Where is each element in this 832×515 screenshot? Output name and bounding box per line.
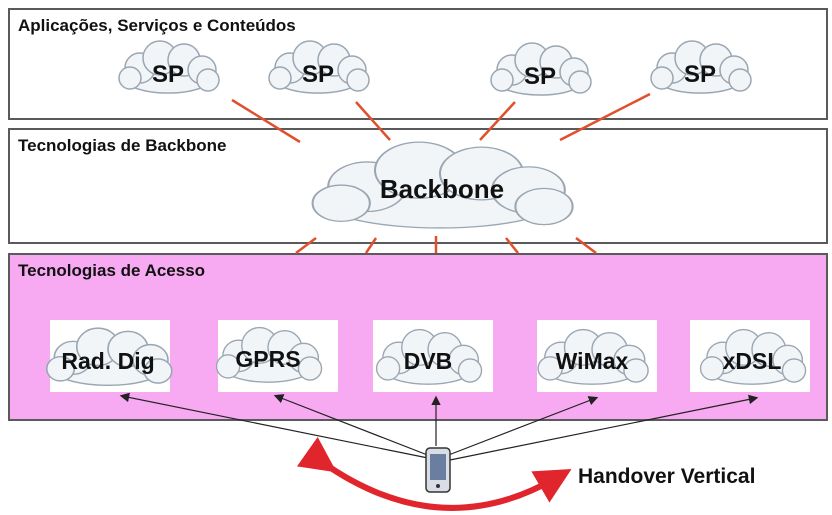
sp-label: SP: [302, 61, 334, 88]
sp-cloud: SP: [490, 42, 592, 96]
mobile-device-icon: [425, 447, 451, 493]
backbone-access-links: [295, 236, 597, 254]
access-network-label: GPRS: [235, 346, 300, 372]
access-network-label: xDSL: [723, 348, 782, 374]
curved-double-arrow-icon: [296, 436, 572, 511]
applications-layer-title: Aplicações, Serviços e Conteúdos: [18, 16, 296, 35]
access-network-label: DVB: [404, 348, 453, 374]
backbone-layer-title: Tecnologias de Backbone: [18, 136, 227, 155]
handover-label: Handover Vertical: [578, 465, 756, 488]
sp-cloud: SP: [268, 40, 370, 94]
sp-label: SP: [524, 63, 556, 90]
backbone-label: Backbone: [380, 174, 504, 204]
sp-label: SP: [684, 61, 716, 88]
sp-cloud: SP: [650, 40, 752, 94]
access-layer-title: Tecnologias de Acesso: [18, 261, 206, 280]
access-network-label: Rad. Dig: [61, 348, 154, 374]
access-network-label: WiMax: [556, 348, 629, 374]
sp-cloud: SP: [118, 40, 220, 94]
sp-label: SP: [152, 61, 184, 88]
sp-backbone-links: [231, 92, 651, 144]
